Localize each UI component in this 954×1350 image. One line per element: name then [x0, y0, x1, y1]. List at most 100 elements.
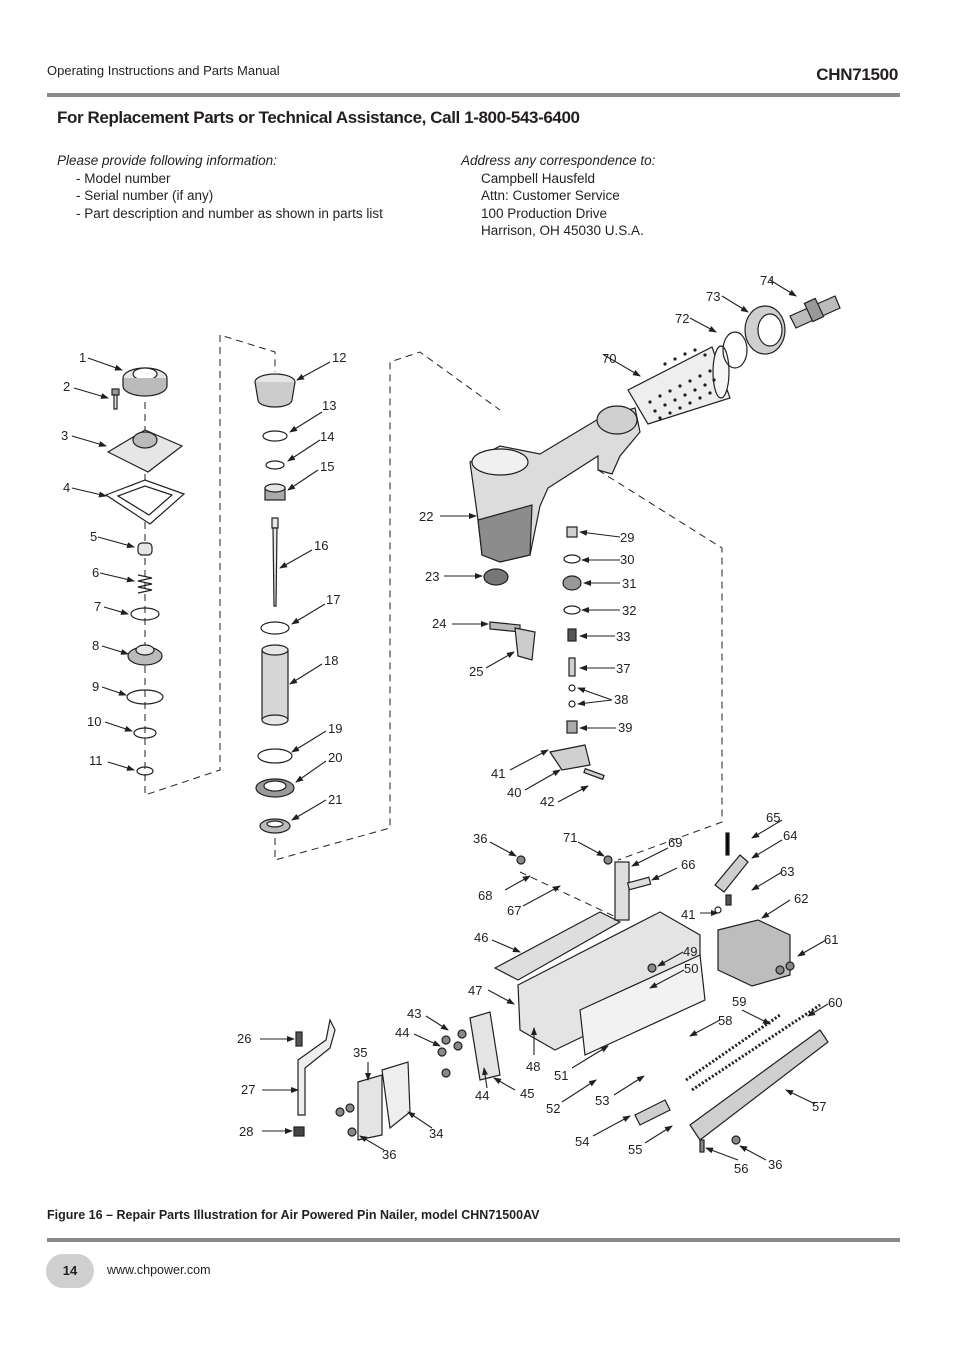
part-5-bumper-icon [137, 542, 153, 556]
callout-66: 66 [681, 857, 695, 872]
part-49-screw-icon [647, 963, 657, 973]
part-20-bumper-icon [255, 778, 295, 798]
callout-25: 25 [469, 664, 483, 679]
callout-48: 48 [526, 1059, 540, 1074]
callout-33: 33 [616, 629, 630, 644]
callout-16: 16 [314, 538, 328, 553]
part-66-screw-icon [626, 876, 652, 891]
part-63-spring-icon [725, 894, 732, 906]
figure-caption: Figure 16 – Repair Parts Illustration fo… [47, 1208, 540, 1222]
footer-url: www.chpower.com [107, 1263, 211, 1277]
part-37-valve-pin-icon [568, 657, 576, 677]
callout-45: 45 [520, 1086, 534, 1101]
callout-58: 58 [718, 1013, 732, 1028]
callout-55: 55 [628, 1142, 642, 1157]
air-inlet-parts [722, 295, 841, 369]
callout-53: 53 [595, 1093, 609, 1108]
callout-69: 69 [668, 835, 682, 850]
callout-6: 6 [92, 565, 99, 580]
part-35-bracket-icon [357, 1074, 383, 1141]
part-21-seal-icon [259, 818, 291, 834]
part-46-pusher-rail-icon [493, 911, 622, 981]
address-lead: Address any correspondence to: [461, 153, 656, 168]
callout-labels: 1 2 3 4 5 6 7 8 9 10 11 12 13 14 15 16 1… [61, 273, 842, 1176]
callout-23: 23 [425, 569, 439, 584]
callout-4: 4 [63, 480, 70, 495]
callout-74: 74 [760, 273, 774, 288]
callout-36: 36 [382, 1147, 396, 1162]
part-45-latch-plate-icon [469, 1011, 501, 1081]
callout-54: 54 [575, 1134, 589, 1149]
manual-title: Operating Instructions and Parts Manual [47, 63, 280, 78]
callout-72: 72 [675, 311, 689, 326]
callout-21: 21 [328, 792, 342, 807]
callout-28: 28 [239, 1124, 253, 1139]
part-44-screw-icon [441, 1068, 451, 1078]
part-14-o-ring-icon [265, 460, 285, 470]
header-rule [47, 93, 900, 97]
info-item: - Model number [76, 170, 171, 186]
part-8-valve-icon [127, 644, 163, 666]
part-69-plate-icon [614, 861, 630, 921]
callout-13: 13 [322, 398, 336, 413]
callout-11: 11 [89, 753, 103, 768]
callout-19: 19 [328, 721, 342, 736]
part-60-strip-icon [691, 1003, 821, 1092]
correspondence-address-block: Address any correspondence to: Campbell … [461, 152, 655, 240]
callout-17: 17 [326, 592, 340, 607]
callout-46: 46 [474, 930, 488, 945]
callout-8: 8 [92, 638, 99, 653]
callout-5: 5 [90, 529, 97, 544]
callout-52: 52 [546, 1101, 560, 1116]
callout-62: 62 [794, 891, 808, 906]
part-29-valve-stem-icon [566, 526, 578, 538]
callout-37: 37 [616, 661, 630, 676]
callout-35: 35 [353, 1045, 367, 1060]
part-3-cylinder-cap-icon [106, 429, 184, 473]
callout-38: 38 [614, 692, 628, 707]
part-28-pad-icon [293, 1126, 305, 1137]
part-19-o-ring-icon [257, 748, 293, 764]
part-33-spring-icon [567, 628, 577, 642]
part-38-o-ring-icon [568, 684, 576, 692]
part-26-spring-icon [295, 1031, 303, 1047]
footer-rule [47, 1238, 900, 1242]
part-38-o-ring-icon [568, 700, 576, 708]
callout-26: 26 [237, 1031, 251, 1046]
magazine-and-nose-parts [293, 832, 829, 1141]
callout-64: 64 [783, 828, 797, 843]
callout-29: 29 [620, 530, 634, 545]
callout-44: 44 [475, 1088, 489, 1103]
callout-15: 15 [320, 459, 334, 474]
exploded-parts-diagram: 1 2 3 4 5 6 7 8 9 10 11 12 13 14 15 16 1… [61, 273, 842, 1176]
part-70-grip-icon [627, 345, 731, 425]
callout-3: 3 [61, 428, 68, 443]
part-32-o-ring-icon [563, 605, 581, 615]
part-9-o-ring-icon [126, 689, 164, 705]
callout-41: 41 [681, 907, 695, 922]
part-25-bracket-icon [514, 627, 536, 661]
assembly-guide-lines [144, 334, 723, 919]
part-50-guide-plate-icon [579, 954, 706, 1056]
part-56-pin-icon [699, 1139, 705, 1153]
model-number: CHN71500 [816, 65, 898, 84]
callout-42: 42 [540, 794, 554, 809]
callout-36: 36 [473, 831, 487, 846]
address-line: Campbell Hausfeld [481, 170, 596, 186]
callout-10: 10 [87, 714, 101, 729]
address-line: Harrison, OH 45030 U.S.A. [481, 223, 644, 238]
nailer-body-housing [469, 405, 641, 563]
part-44-screw-icon [437, 1047, 447, 1057]
callout-39: 39 [618, 720, 632, 735]
callout-34: 34 [429, 1126, 443, 1141]
part-31-valve-body-icon [562, 575, 582, 591]
callout-36: 36 [768, 1157, 782, 1172]
part-1-cap-icon [122, 367, 168, 397]
part-72-o-ring-icon [722, 331, 748, 369]
part-23-exhaust-cover-icon [483, 568, 509, 586]
callout-71: 71 [563, 830, 577, 845]
piston-assembly-parts [254, 373, 296, 834]
address-line: 100 Production Drive [481, 205, 608, 221]
callout-51: 51 [554, 1068, 568, 1083]
callout-65: 65 [766, 810, 780, 825]
